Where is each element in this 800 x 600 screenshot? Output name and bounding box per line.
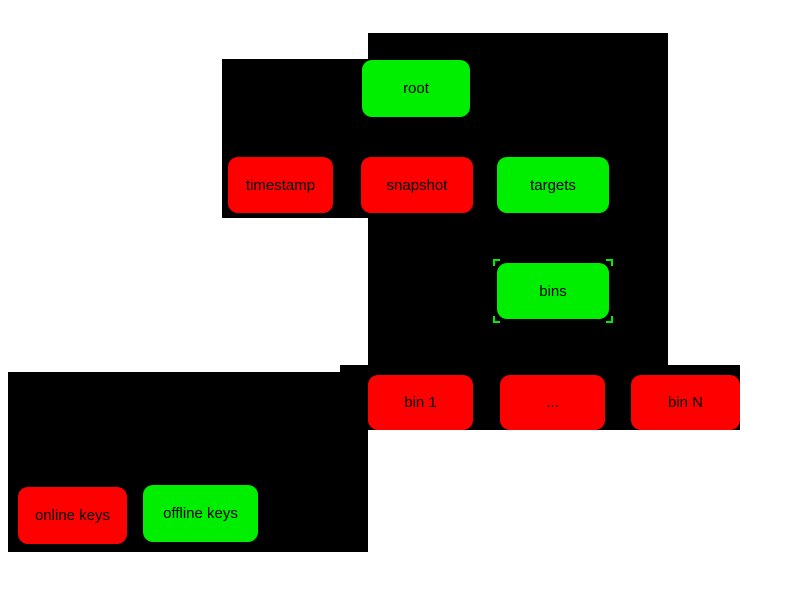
node-snapshot-label: snapshot bbox=[386, 176, 448, 194]
node-bins-label: bins bbox=[539, 282, 567, 300]
node-offline-keys-label: offline keys bbox=[163, 505, 238, 522]
node-bin-1-label: bin 1 bbox=[404, 394, 437, 411]
node-timestamp-label: timestamp bbox=[245, 176, 316, 194]
node-bin-n[interactable]: bin N bbox=[631, 375, 740, 430]
selection-handle-bottom-left[interactable] bbox=[493, 316, 500, 323]
node-offline-keys[interactable]: offline keys bbox=[143, 485, 258, 542]
node-bin-1[interactable]: bin 1 bbox=[368, 375, 473, 430]
node-snapshot[interactable]: snapshot bbox=[361, 157, 473, 213]
node-bin-ellipsis[interactable]: ... bbox=[500, 375, 605, 430]
selection-handle-top-left[interactable] bbox=[493, 259, 500, 266]
node-timestamp[interactable]: timestamp bbox=[228, 157, 333, 213]
node-targets-label: targets bbox=[530, 176, 576, 194]
node-online-keys[interactable]: online keys bbox=[18, 487, 127, 544]
node-bins[interactable]: bins bbox=[493, 259, 613, 323]
node-root[interactable]: root bbox=[362, 60, 470, 117]
node-bin-n-label: bin N bbox=[667, 394, 704, 411]
selection-handle-top-right[interactable] bbox=[606, 259, 613, 266]
node-bin-ellipsis-label: ... bbox=[546, 394, 559, 411]
node-online-keys-label: online keys bbox=[34, 507, 111, 524]
node-root-label: root bbox=[403, 80, 429, 97]
selection-handle-bottom-right[interactable] bbox=[606, 316, 613, 323]
node-targets[interactable]: targets bbox=[497, 157, 609, 213]
